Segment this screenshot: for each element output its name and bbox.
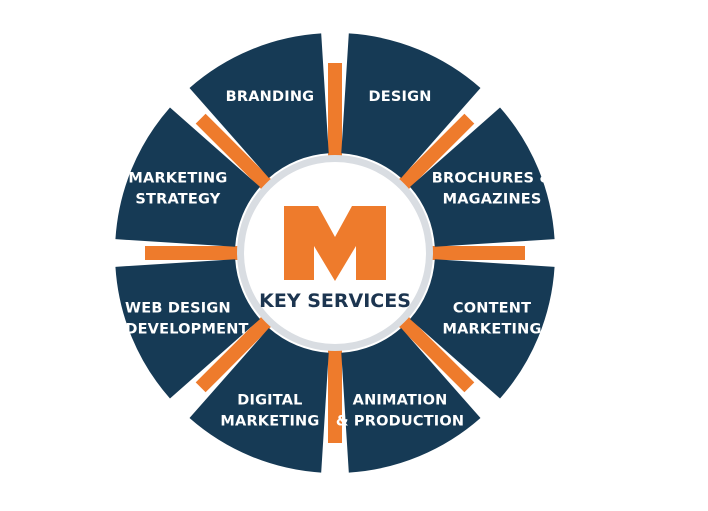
service-label: CONTENT — [453, 301, 531, 317]
connector-group — [145, 63, 525, 443]
service-segment-animation-production[interactable]: ANIMATION & PRODUCTION — [336, 328, 481, 473]
service-segment-shape — [115, 107, 260, 247]
service-label: DIGITAL — [237, 393, 302, 409]
service-segment-shape — [341, 33, 481, 178]
service-segment-content-marketing[interactable]: CONTENT MARKETING — [410, 259, 555, 399]
connector-bar — [195, 304, 284, 393]
connector-bar — [386, 304, 475, 393]
service-segment-marketing-strategy[interactable]: MARKETING STRATEGY — [115, 107, 260, 247]
service-segment-digital-marketing[interactable]: DIGITAL MARKETING — [189, 328, 329, 473]
service-segment-branding[interactable]: BRANDING — [189, 33, 329, 178]
service-label: BROCHURES & — [432, 170, 553, 186]
service-label: MARKETING — [128, 170, 227, 186]
service-segment-shape — [341, 328, 481, 473]
service-segment-web-design-development[interactable]: WEB DESIGN & DEVELOPMENT — [107, 259, 260, 399]
service-label: WEB DESIGN — [125, 301, 231, 317]
service-segment-shape — [115, 259, 260, 399]
service-segment-shape — [189, 33, 329, 178]
service-label: MAGAZINES — [443, 191, 542, 207]
service-label: & PRODUCTION — [336, 414, 464, 430]
service-segment-brochures-magazines[interactable]: BROCHURES & MAGAZINES — [410, 107, 555, 247]
m-logo — [284, 206, 386, 281]
connector-bar — [415, 246, 525, 260]
service-label: ANIMATION — [353, 393, 448, 409]
service-label: & DEVELOPMENT — [107, 322, 248, 338]
m-logo-shape — [284, 206, 386, 281]
center-title: KEY SERVICES — [259, 290, 411, 312]
service-segment-shape — [189, 328, 329, 473]
service-label: STRATEGY — [135, 191, 220, 207]
service-segment-shape — [410, 259, 555, 399]
connector-bar — [328, 63, 342, 173]
service-label: BRANDING — [226, 89, 315, 105]
connector-bar — [145, 246, 255, 260]
service-label: MARKETING — [443, 322, 542, 338]
connector-bar — [386, 113, 475, 202]
service-segment-design[interactable]: DESIGN — [341, 33, 481, 178]
connector-bar — [328, 333, 342, 443]
segment-group: DESIGN BROCHURES & MAGAZINES CONTENT MARKETI… — [107, 33, 555, 473]
service-segment-shape — [410, 107, 555, 247]
service-label: MARKETING — [220, 414, 319, 430]
service-label: DESIGN — [369, 89, 432, 105]
connector-bar — [195, 113, 284, 202]
